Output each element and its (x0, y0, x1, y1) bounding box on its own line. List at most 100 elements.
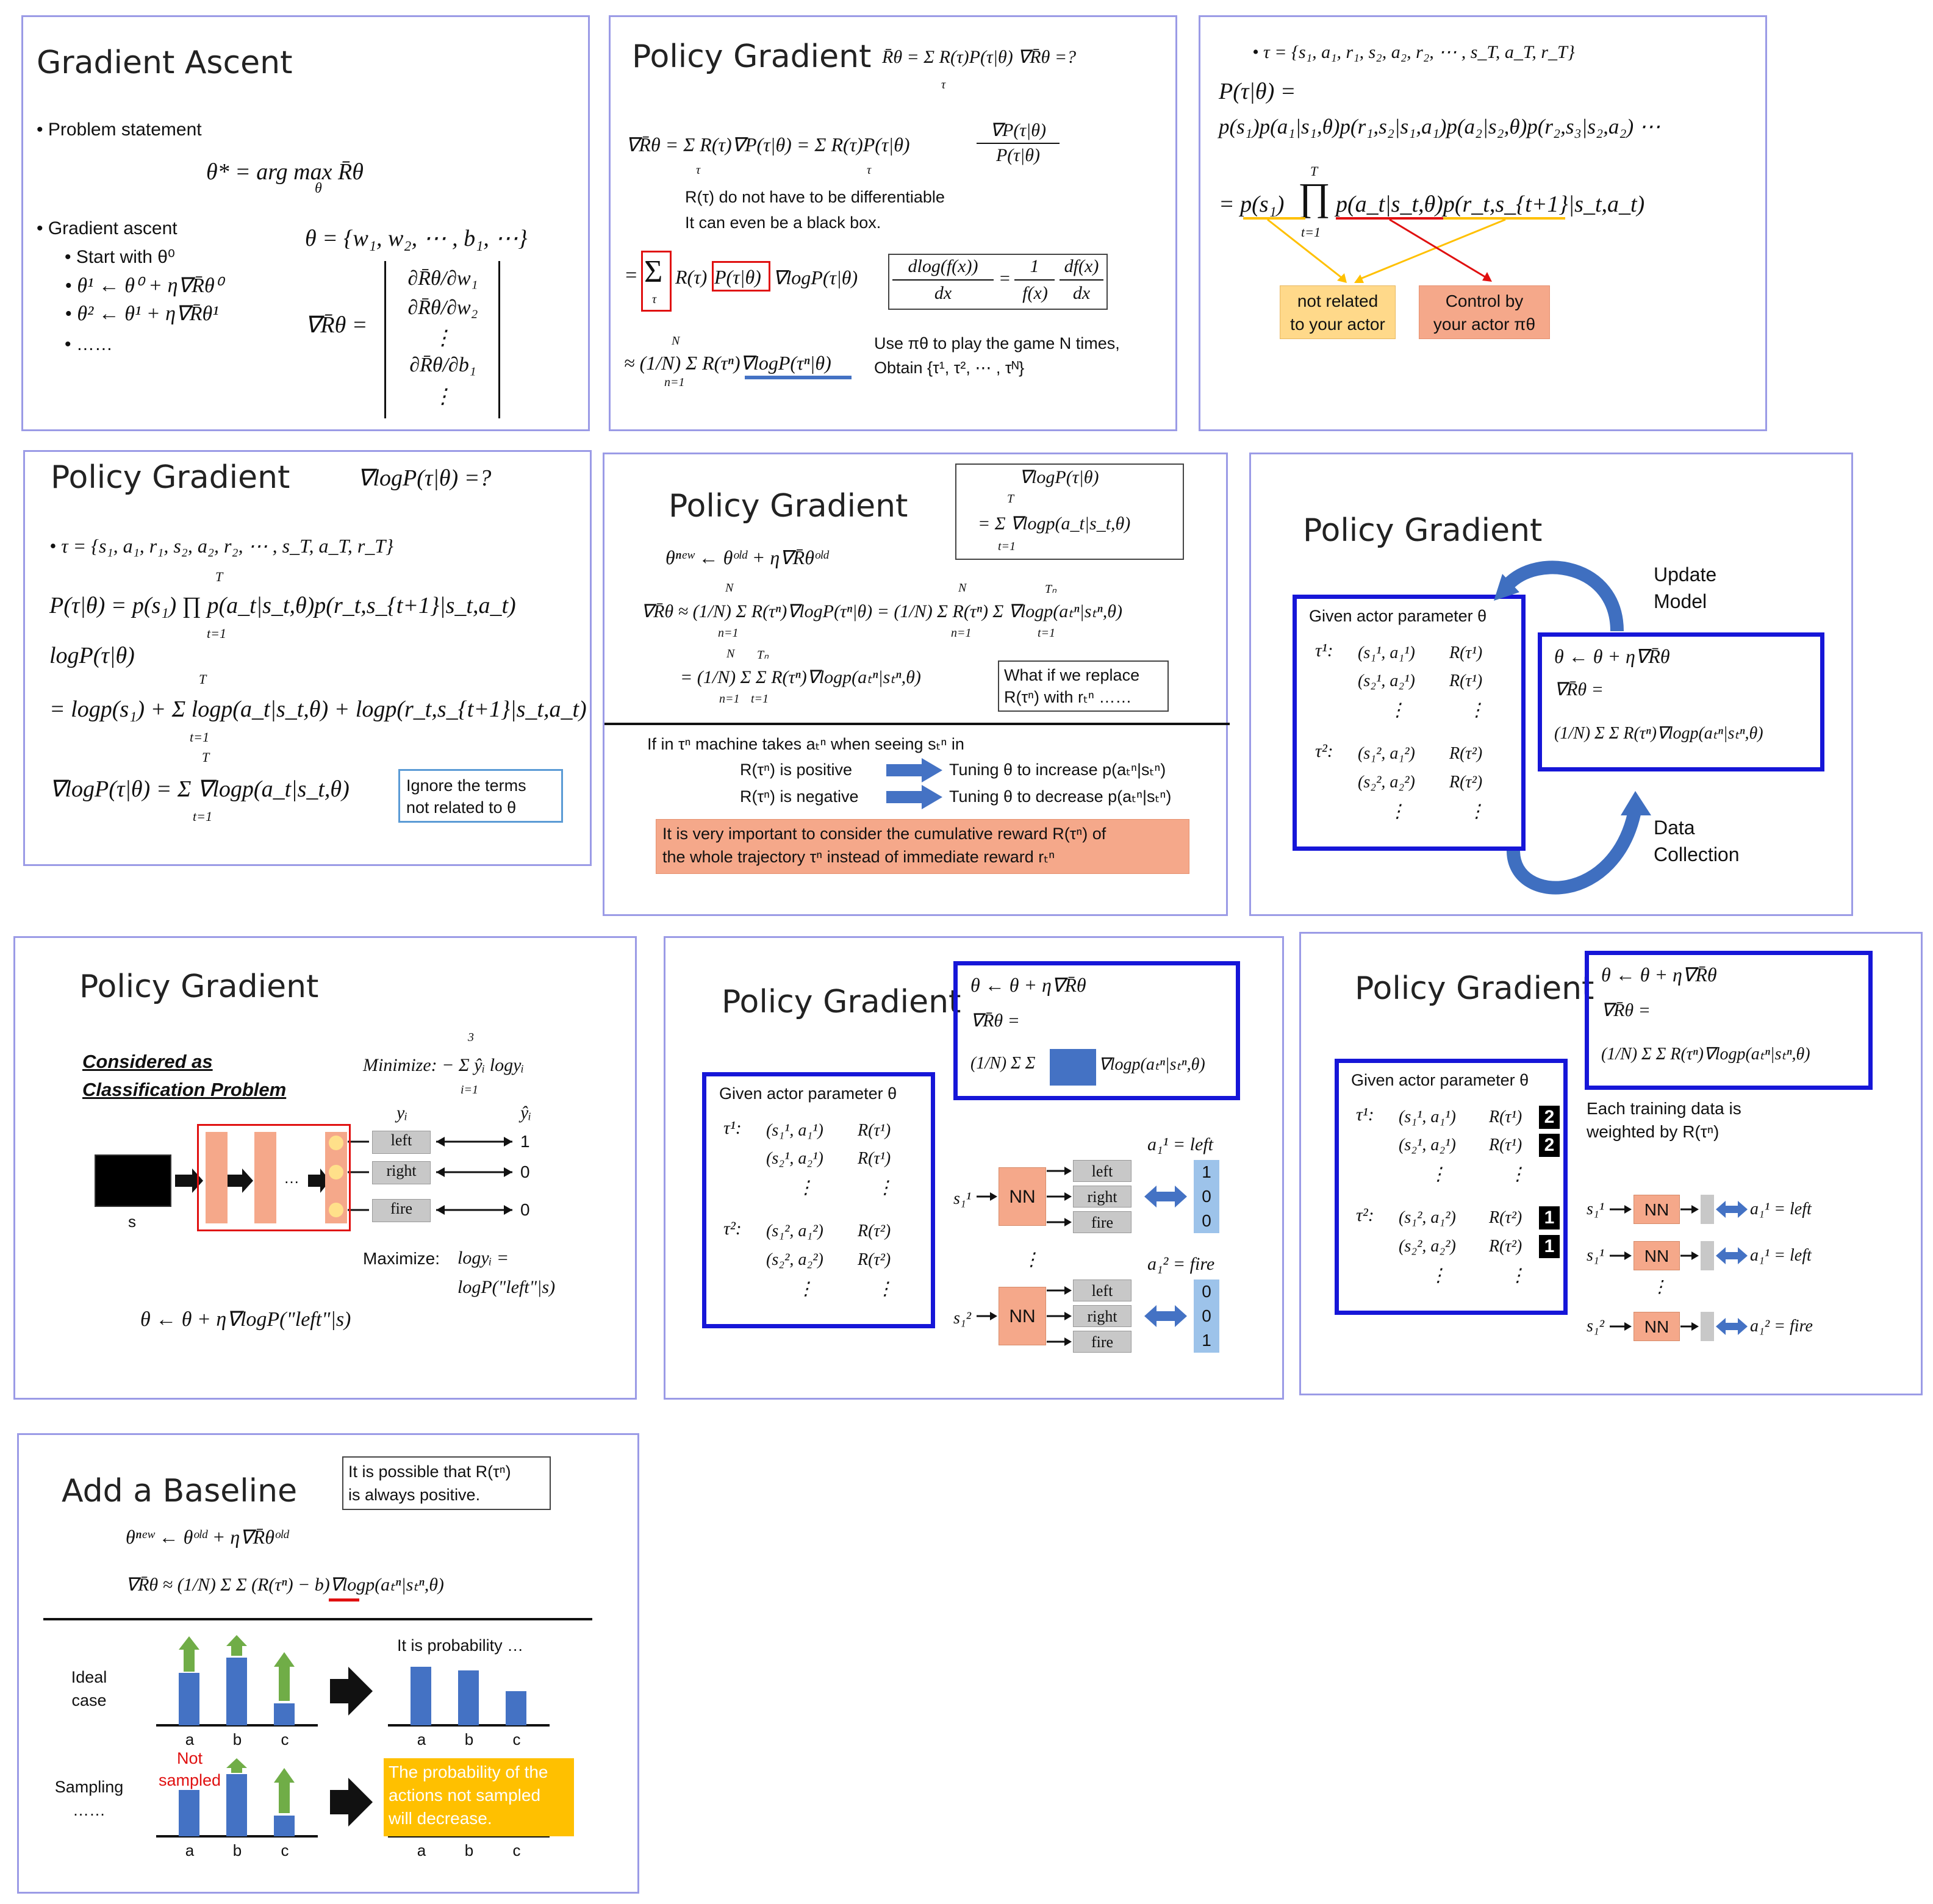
dlog-den2: f(x) (1022, 283, 1048, 303)
underline-blue (745, 376, 852, 379)
grad-lhs: ∇R̄θ = (305, 312, 368, 338)
vdots-1: ⋮ (1429, 1164, 1447, 1184)
target1-1: 1 (1194, 1160, 1219, 1184)
sample-label-c: c (281, 1841, 289, 1859)
expected-reward-eq: R̄θ = Σ R(τ)P(τ|θ) ∇R̄θ =? (882, 47, 1077, 67)
weight-1: 2 (1539, 1106, 1560, 1129)
weighted-note-text: Each training data is weighted by R(τⁿ) (1587, 1099, 1741, 1141)
box-control: Control by your actor πθ (1419, 285, 1550, 339)
box-control-text: Control by your actor πθ (1433, 292, 1536, 334)
eq2-p: P(τ|θ) (714, 266, 761, 288)
row1-out (1701, 1195, 1714, 1224)
sample-bar-b (226, 1774, 247, 1836)
what-if-note: What if we replace R(τⁿ) with rₜⁿ …… (998, 660, 1169, 712)
tau1-row1: (s₁¹, a₁¹) (1358, 643, 1415, 662)
divider-line (604, 723, 1230, 725)
p-expansion: p(s₁)p(a₁|s₁,θ)p(r₁,s₂|s₁,a₁)p(a₂|s₂,θ)p… (1219, 115, 1660, 138)
out-right: right (372, 1161, 431, 1184)
target-3: 0 (520, 1200, 530, 1219)
update-rule: θⁿᵉʷ ← θᵒˡᵈ + η∇R̄θᵒˡᵈ (665, 546, 829, 568)
network-red-frame (197, 1124, 351, 1231)
n-bot-b: n=1 (951, 626, 972, 640)
neuron-3 (329, 1203, 343, 1217)
tau1-label: τ¹: (1315, 640, 1333, 660)
eq2-eq: = (624, 264, 638, 287)
note-differentiable: R(τ) do not have to be differentiable (685, 188, 945, 206)
max-eq-1: logyᵢ = (457, 1248, 509, 1268)
min-top: 3 (468, 1031, 474, 1044)
row1-nn: NN (1634, 1195, 1680, 1224)
tau2-row1: (s₁², a₁²) (1399, 1208, 1456, 1227)
approx-top: N (672, 334, 680, 348)
after-label-a: a (417, 1730, 426, 1748)
data-collection-label: Data Collection (1654, 814, 1740, 868)
tau1-label: τ¹: (1356, 1104, 1374, 1125)
grad-sum-eq: = (1/N) Σ Σ R(τⁿ)∇logp(aₜⁿ|sₜⁿ,θ) (680, 667, 921, 687)
row2-out (1701, 1241, 1714, 1270)
weighted-note: Each training data is weighted by R(τⁿ) (1587, 1097, 1741, 1143)
tau-definition: • τ = {s₁, a₁, r₁, s₂, a₂, r₂, ⋯ , s_T, … (1252, 42, 1575, 62)
row2-nn: NN (1634, 1241, 1680, 1270)
dlog-num2: 1 (1030, 256, 1039, 276)
if-line: If in τⁿ machine takes aₜⁿ when seeing s… (647, 735, 964, 753)
bullet-gradient: • Gradient ascent (37, 218, 178, 238)
log-bot: t=1 (190, 729, 209, 745)
ideal-bar-c (274, 1703, 295, 1725)
slide-classification: Policy Gradient Considered as Classifica… (13, 936, 637, 1400)
eq2-sub: τ (652, 293, 657, 306)
box-line-2: ∇R̄θ = (1601, 1000, 1651, 1020)
box-line-3: (1/N) Σ Σ R(τⁿ)∇logp(aₜⁿ|sₜⁿ,θ) (1601, 1045, 1810, 1064)
vdots-4: ⋮ (876, 1279, 894, 1299)
after-bar-a (411, 1667, 431, 1725)
tau2-R1: R(τ²) (858, 1222, 891, 1240)
tau2-R2: R(τ²) (1449, 773, 1483, 792)
tau2-R1: R(τ²) (1449, 744, 1483, 763)
tau1-row2: (s₂¹, a₂¹) (1358, 671, 1415, 690)
b-underline (329, 1598, 359, 1602)
n-bot-a: n=1 (718, 626, 739, 640)
ideal-bar-b (226, 1658, 247, 1725)
p-lhs: P(τ|θ) = (1219, 79, 1296, 104)
neuron-1 (329, 1136, 343, 1150)
target1-2: 0 (1194, 1184, 1219, 1209)
what-if-text: What if we replace R(τⁿ) with rₜⁿ …… (1004, 666, 1140, 706)
after-label-b: b (464, 1730, 474, 1748)
box-line-1: θ ← θ + η∇R̄θ (970, 974, 1086, 996)
action-2-label: a₁² = fire (1147, 1254, 1215, 1274)
tau2-R2: R(τ²) (858, 1250, 891, 1269)
action-1-label: a₁¹ = left (1147, 1134, 1213, 1154)
out2-fire: fire (1073, 1331, 1131, 1353)
box-top: T (1007, 492, 1014, 506)
step-1: • θ¹ ← θ⁰ + η∇R̄θ⁰ (65, 274, 223, 297)
step-2: • θ² ← θ¹ + η∇R̄θ¹ (65, 302, 219, 325)
t-bot-a: t=1 (1038, 626, 1056, 640)
vdots-1: ⋮ (1388, 700, 1407, 720)
grad-approx-eq: ∇R̄θ ≈ (1/N) Σ R(τⁿ)∇logP(τⁿ|θ) = (1/N) … (641, 601, 1122, 621)
n-top-b: N (958, 581, 967, 595)
layer-2 (254, 1132, 276, 1223)
update-box (1585, 951, 1873, 1090)
tau1-row1: (s₁¹, a₁¹) (1399, 1108, 1456, 1126)
yhat-header: ŷᵢ (520, 1103, 532, 1123)
slide-policy-gradient-derivation: Policy Gradient R̄θ = Σ R(τ)P(τ|θ) ∇R̄θ … (609, 15, 1177, 431)
out1-fire: fire (1073, 1211, 1131, 1233)
update-box (1538, 632, 1824, 771)
update-model-text: Update Model (1654, 564, 1717, 612)
p-product-eq: P(τ|θ) = p(s₁) ∏ p(a_t|s_t,θ)p(r_t,s_{t+… (49, 593, 516, 618)
update-rule: θ ← θ + η∇logP("left"|s) (140, 1308, 351, 1331)
slide-gradient-ascent: Gradient Ascent • Problem statement θ* =… (21, 15, 590, 431)
vdots-3: ⋮ (797, 1279, 815, 1299)
ideal-bar-a (179, 1673, 199, 1725)
tau2-R1: R(τ²) (1489, 1208, 1522, 1227)
probability-label: It is probability … (397, 1636, 524, 1655)
tau2-label: τ²: (723, 1219, 742, 1239)
slide-title: Policy Gradient (632, 38, 872, 75)
after-bar-b (458, 1670, 479, 1725)
after-bar-c (506, 1691, 526, 1725)
not-sampled-label: Not sampled (150, 1747, 229, 1791)
n-top-c: N (726, 647, 735, 660)
state-label: s (128, 1212, 136, 1231)
approx-eq: ≈ (1/N) Σ R(τⁿ)∇logP(τⁿ|θ) (624, 352, 831, 374)
row3-nn: NN (1634, 1312, 1680, 1341)
